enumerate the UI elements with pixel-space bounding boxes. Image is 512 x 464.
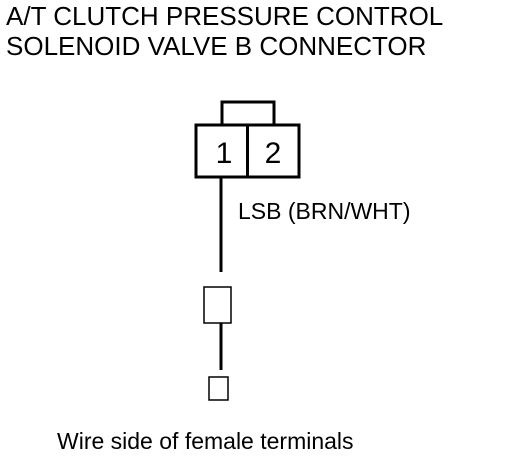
title-line-2: SOLENOID VALVE B CONNECTOR <box>6 31 427 61</box>
test-probe-tip <box>208 376 229 401</box>
title-line-1: A/T CLUTCH PRESSURE CONTROL <box>6 1 444 31</box>
diagram-title: A/T CLUTCH PRESSURE CONTROL SOLENOID VAL… <box>6 1 512 61</box>
wire-label: LSB (BRN/WHT) <box>238 198 411 224</box>
female-terminal <box>203 286 232 324</box>
connector-lock-tab <box>220 100 276 125</box>
pin-1-label: 1 <box>216 137 233 170</box>
pin-2-label: 2 <box>265 137 282 170</box>
diagram-caption: Wire side of female terminals <box>57 428 354 454</box>
